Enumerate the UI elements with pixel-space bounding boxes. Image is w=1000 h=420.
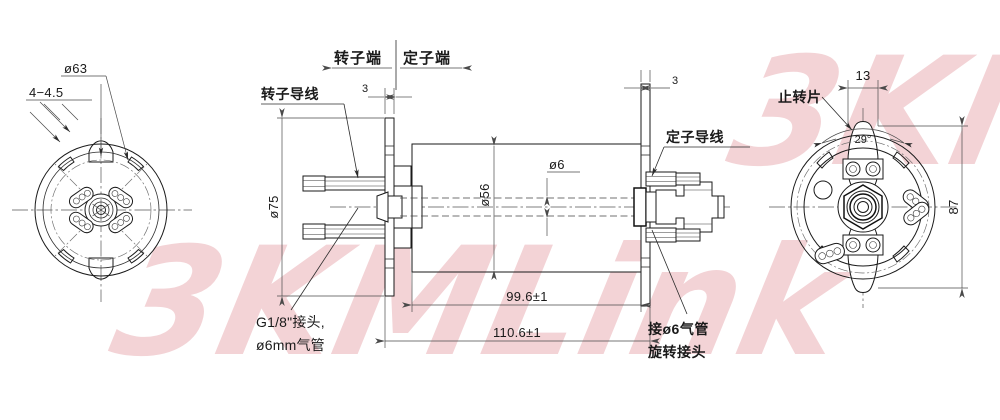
right-view-dim-overall-height — [878, 116, 968, 298]
center-view-right-note-leader — [651, 229, 688, 315]
left-view-spokes — [54, 163, 148, 257]
center-view-stator-lead-label: 定子导线 — [666, 129, 724, 145]
center-view-left-note-line2: ø6mm气管 — [256, 337, 325, 353]
center-view-left-note-leader — [290, 207, 359, 311]
center-view-dim-left-flange-thickness — [368, 88, 412, 114]
left-view-group: 4−4.5 ø63 — [12, 61, 192, 302]
right-view-bottom-tab-block — [842, 234, 884, 256]
left-view-dim-bolt-circle — [61, 75, 129, 161]
center-view-dim-flange-diameter — [277, 108, 384, 306]
center-view-flange-diameter-label: ø75 — [266, 195, 281, 218]
center-view-body-length-label: 99.6±1 — [506, 289, 547, 304]
center-view-stator-lead-leader — [651, 146, 750, 177]
center-view-right-note-line1: 接ø6气管 — [648, 321, 709, 337]
right-view-anti-rotation-label: 止转片 — [778, 89, 822, 105]
header-stator-end-label: 定子端 — [403, 49, 451, 67]
right-view-top-tab-block — [842, 158, 884, 180]
left-view-arc-slots — [57, 156, 145, 264]
header-rotor-end-label: 转子端 — [334, 49, 382, 67]
left-view-slot-dim-label: 4−4.5 — [29, 85, 63, 100]
right-view-anti-rotation-leader — [821, 96, 853, 131]
center-view-bore-diameter-label: ø6 — [549, 157, 565, 172]
center-view-dim-bore-diameter — [544, 171, 580, 236]
left-view-top-lug — [88, 140, 114, 163]
left-view-bottom-lug — [88, 257, 114, 280]
center-view-left-note-line1: G1/8"接头, — [256, 314, 325, 330]
right-view-cable-pads — [814, 189, 930, 265]
center-view-dim-body-length — [402, 272, 651, 312]
center-view-main-body — [411, 143, 643, 273]
center-view-dim-total-length — [375, 296, 660, 348]
center-view-stator-lead-wires — [645, 171, 701, 243]
center-view-rotor-hub — [393, 165, 423, 249]
center-view-right-note-line2: 旋转接头 — [647, 344, 706, 360]
section-header-group: 转子端 定子端 — [322, 40, 472, 90]
right-view-dim-angle — [813, 128, 913, 148]
right-view-angle-label: 29° — [855, 134, 872, 146]
center-view-rotor-lead-leader — [261, 103, 359, 179]
left-view-bolt-circle — [50, 159, 152, 261]
center-view-body-diameter-label: ø56 — [477, 183, 492, 206]
center-view-total-length-label: 110.6±1 — [493, 325, 541, 340]
right-view-overall-height-label: 87 — [946, 199, 961, 214]
center-view-right-flange-thickness-label: 3 — [672, 75, 678, 87]
left-view-bolt-circle-dim-label: ø63 — [64, 61, 87, 76]
left-view-hub-spokes — [92, 199, 110, 221]
right-view-outer-circle — [790, 134, 936, 280]
left-view-cable-pads — [68, 186, 134, 234]
center-view-dim-right-flange-thickness — [624, 70, 670, 91]
center-view-rotary-union — [633, 181, 725, 233]
center-view-left-flange-thickness-label: 3 — [362, 83, 368, 95]
right-view-plain-hole — [813, 180, 833, 200]
center-view-rotor-air-fitting — [376, 191, 403, 223]
right-view-dim-tab-width — [838, 80, 888, 126]
center-view-rotor-lead-label: 转子导线 — [261, 86, 319, 102]
right-view-tab-width-label: 13 — [855, 68, 870, 83]
left-view-dim-slots — [26, 99, 92, 143]
right-view-group: 13 29° 87 止转片 — [769, 68, 968, 308]
center-view-group: 3 3 ø75 ø56 — [256, 70, 750, 360]
right-view-center-union — [837, 181, 889, 233]
